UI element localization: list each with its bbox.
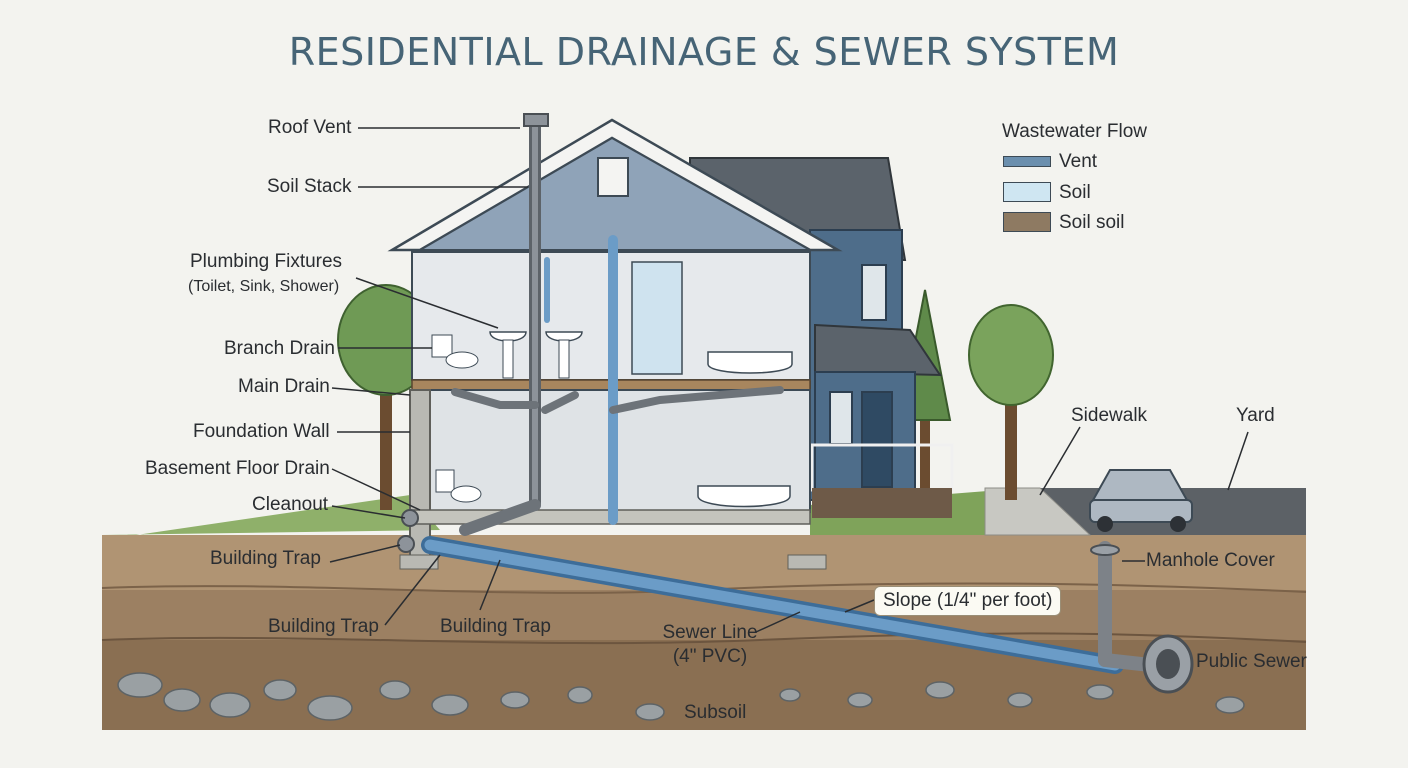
lawn	[102, 495, 440, 540]
label-branch-drain: Branch Drain	[224, 338, 335, 359]
label-sewer-line-sub: (4" PVC)	[672, 646, 748, 667]
pipes	[397, 113, 1194, 694]
legend-label-soil-soil: Soil soil	[1059, 212, 1125, 233]
label-plumbing-fixtures-sub: (Toilet, Sink, Shower)	[188, 278, 340, 295]
legend-swatch-soil-soil	[1003, 212, 1051, 232]
legend-swatch-soil	[1003, 182, 1051, 202]
diagram-title: RESIDENTIAL DRAINAGE & SEWER SYSTEM	[288, 30, 1120, 74]
label-yard: Yard	[1236, 405, 1275, 426]
label-building-trap-1: Building Trap	[210, 548, 321, 569]
label-roof-vent: Roof Vent	[268, 117, 352, 138]
label-foundation-wall: Foundation Wall	[193, 421, 330, 442]
label-building-trap-2: Building Trap	[268, 616, 379, 637]
legend-swatch-vent	[1003, 156, 1051, 167]
label-building-trap-3: Building Trap	[440, 616, 551, 637]
legend-label-soil: Soil	[1059, 182, 1091, 203]
label-sidewalk: Sidewalk	[1071, 405, 1148, 426]
soil-contour-2	[101, 632, 1307, 645]
label-main-drain: Main Drain	[238, 376, 330, 397]
label-public-sewer: Public Sewer	[1196, 651, 1307, 672]
label-basement-floor-drain: Basement Floor Drain	[145, 458, 330, 479]
branch-drain-pipe	[451, 386, 784, 414]
label-sewer-line: Sewer Line	[662, 622, 758, 643]
car	[1089, 469, 1193, 532]
label-manhole-cover: Manhole Cover	[1146, 550, 1275, 571]
legend-title: Wastewater Flow	[1002, 121, 1147, 142]
rocks	[117, 672, 1245, 721]
legend-label-vent: Vent	[1059, 151, 1098, 172]
label-subsoil: Subsoil	[684, 702, 747, 723]
label-slope: Slope (1/4" per foot)	[874, 586, 1062, 616]
label-plumbing-fixtures: Plumbing Fixtures	[190, 251, 343, 272]
leader-lines	[329, 127, 1249, 633]
label-cleanout: Cleanout	[252, 494, 329, 515]
label-soil-stack: Soil Stack	[267, 176, 352, 197]
